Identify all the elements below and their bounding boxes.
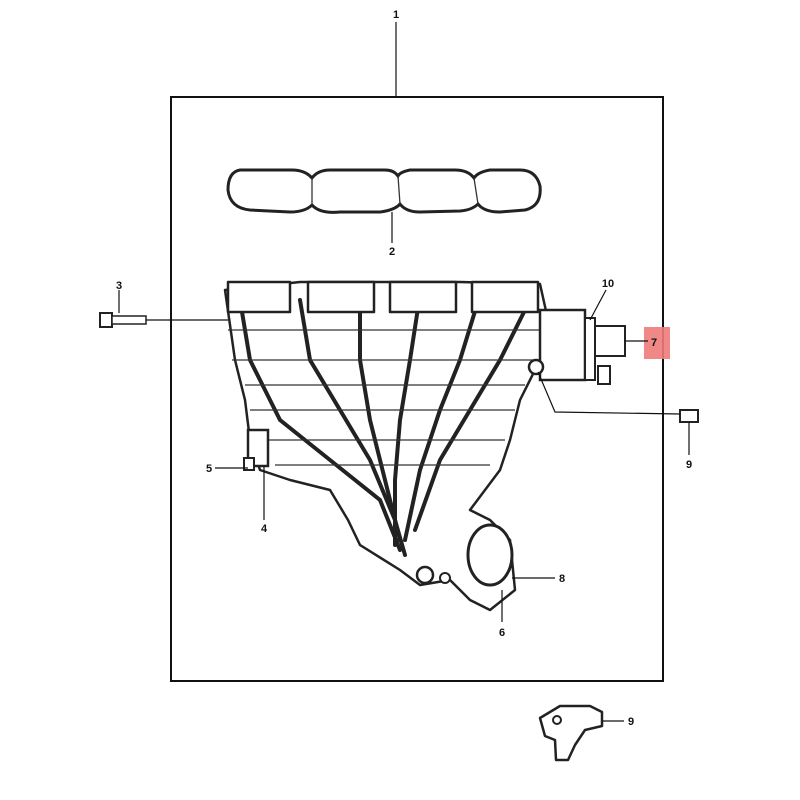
callout-8[interactable]: 8 bbox=[559, 573, 565, 585]
gasket[interactable] bbox=[226, 168, 542, 214]
assembly-frame bbox=[170, 96, 664, 682]
callout-7[interactable]: 7 bbox=[651, 337, 657, 349]
callout-5[interactable]: 5 bbox=[206, 463, 212, 475]
intake-manifold[interactable] bbox=[223, 280, 550, 612]
leader-10 bbox=[589, 289, 607, 321]
callout-9-lower[interactable]: 9 bbox=[628, 716, 634, 728]
leader-9-upper bbox=[537, 371, 681, 415]
sensor-bracket[interactable] bbox=[243, 428, 270, 471]
callout-9-upper[interactable]: 9 bbox=[686, 459, 692, 471]
callout-1[interactable]: 1 bbox=[393, 9, 399, 21]
callout-2[interactable]: 2 bbox=[389, 246, 395, 258]
support-bracket[interactable] bbox=[538, 704, 604, 762]
nut[interactable] bbox=[679, 409, 699, 423]
manifold-tuning-valve[interactable] bbox=[527, 308, 626, 385]
callout-4[interactable]: 4 bbox=[261, 523, 268, 535]
callout-6[interactable]: 6 bbox=[499, 627, 505, 639]
callout-10[interactable]: 10 bbox=[602, 278, 614, 290]
callout-3[interactable]: 3 bbox=[116, 280, 122, 292]
highlight-box bbox=[644, 327, 670, 359]
bolt[interactable] bbox=[99, 312, 147, 328]
